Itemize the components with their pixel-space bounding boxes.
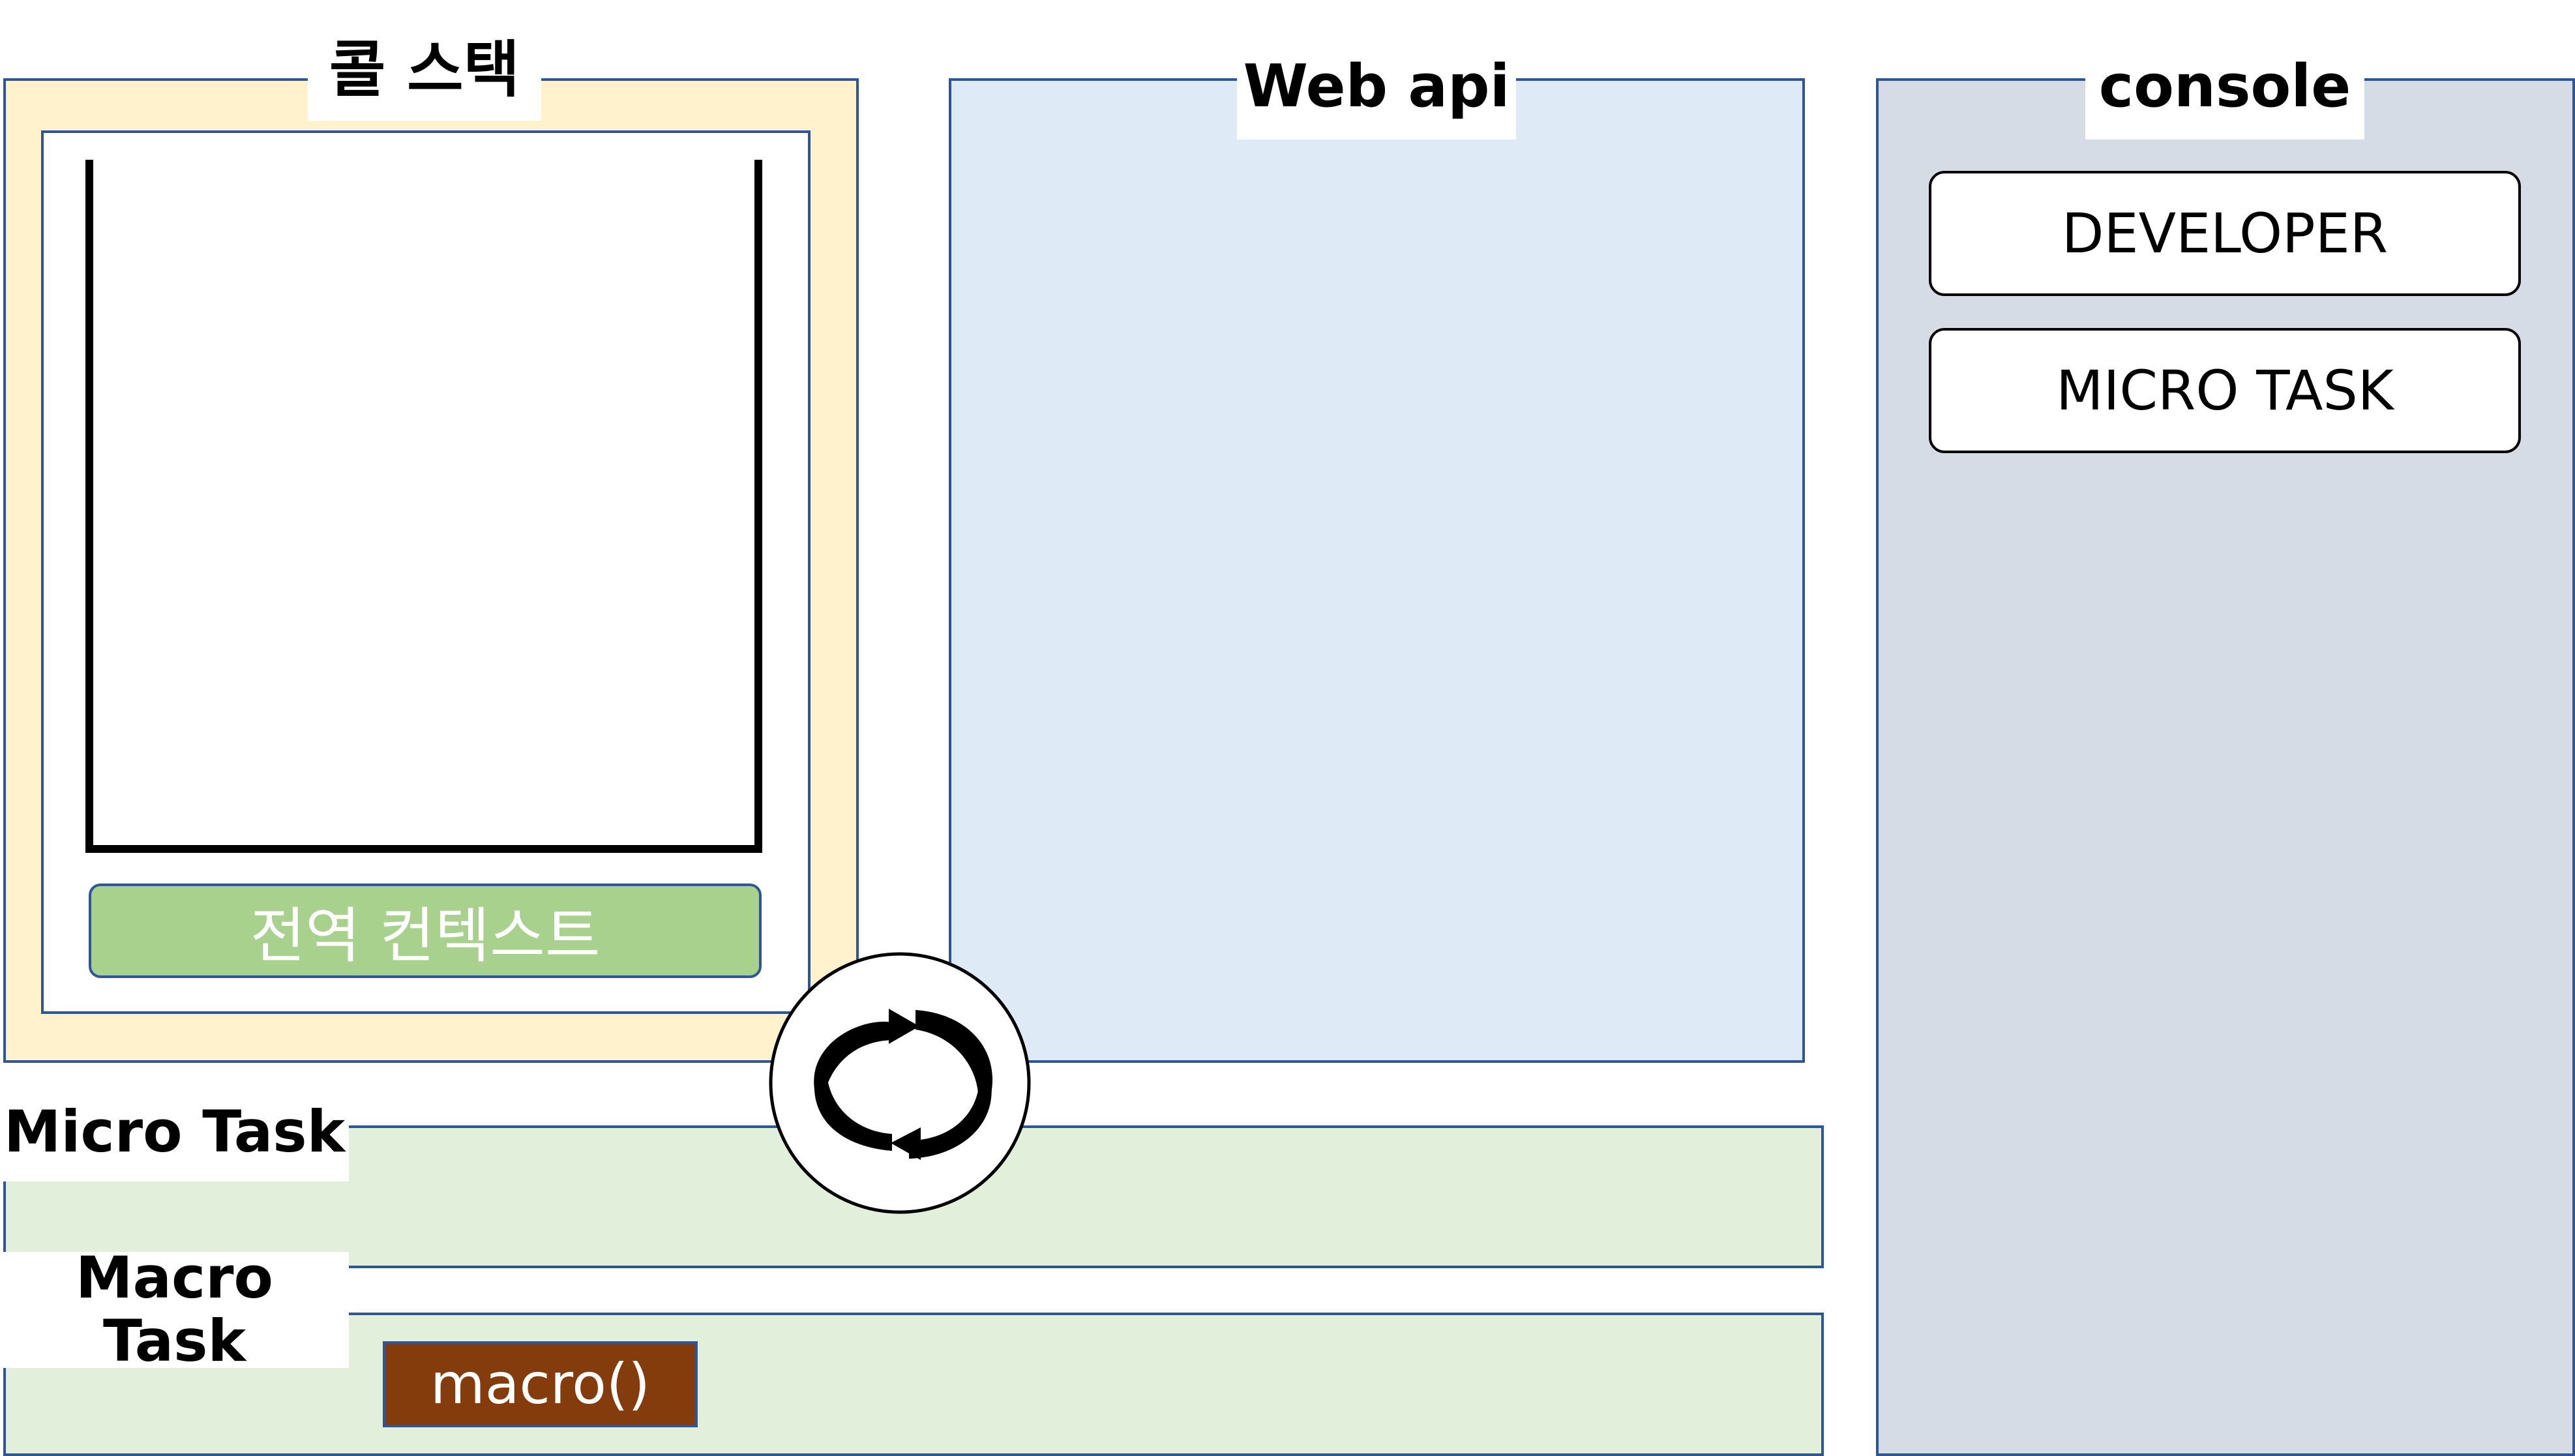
macro-task-title-line: Macro xyxy=(76,1244,273,1312)
micro-task-title: Micro Task xyxy=(0,1082,349,1181)
console-panel xyxy=(1876,78,2575,1456)
macro-task-title-line: Task xyxy=(103,1307,246,1374)
global-context-block: 전역 컨텍스트 xyxy=(89,884,762,978)
call-stack-container xyxy=(85,160,762,853)
console-entry: DEVELOPER xyxy=(1929,171,2521,296)
console-title: console xyxy=(2085,33,2364,140)
macro-task-item: macro() xyxy=(383,1341,698,1427)
console-entry: MICRO TASK xyxy=(1929,328,2521,453)
macro-task-title: Macro Task xyxy=(0,1246,349,1373)
web-api-title: Web api xyxy=(1237,33,1516,140)
web-api-panel xyxy=(949,78,1805,1063)
call-stack-frame xyxy=(41,130,811,1014)
event-loop-icon xyxy=(768,951,1032,1215)
refresh-cycle-icon xyxy=(769,952,1031,1214)
call-stack-title: 콜 스택 xyxy=(308,20,541,121)
